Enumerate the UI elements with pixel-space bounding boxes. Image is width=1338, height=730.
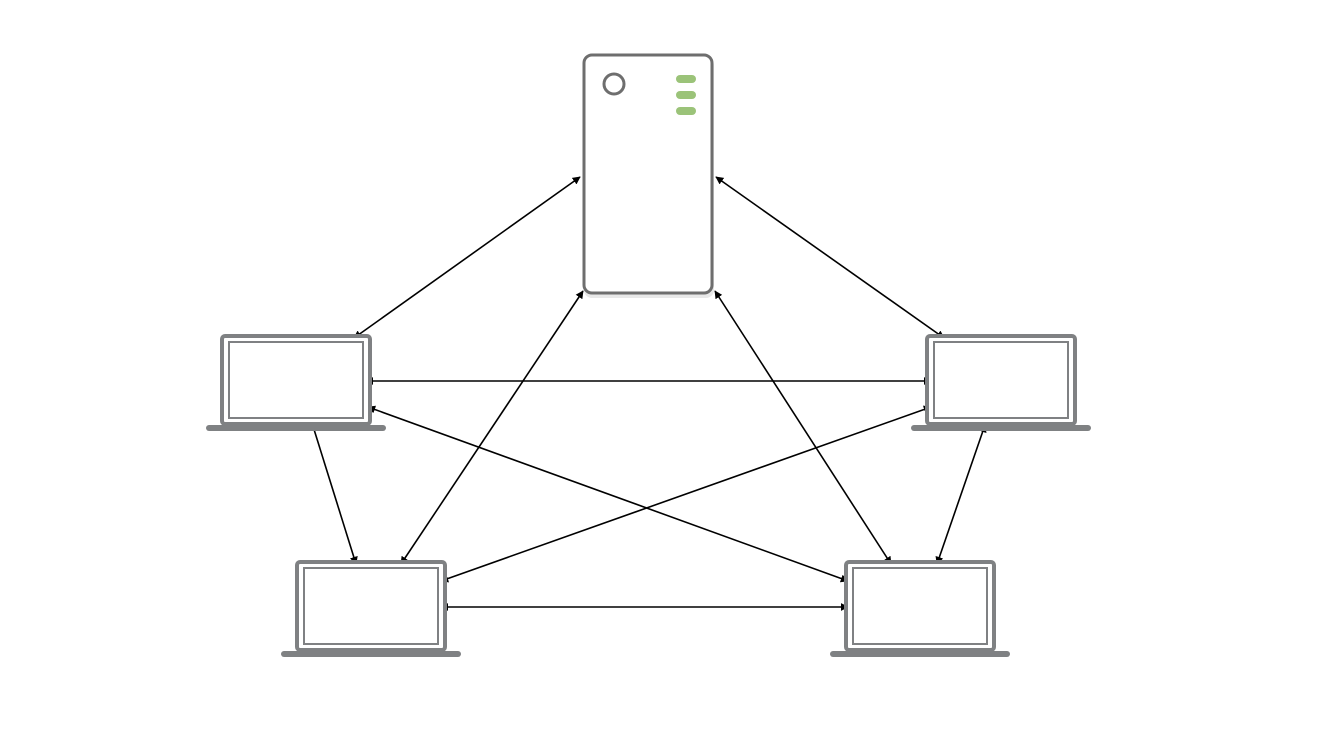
server-power-button	[602, 72, 626, 96]
connections	[310, 176, 987, 611]
connector-server-laptop-bottom-left	[400, 290, 584, 565]
connector-server-laptop-bottom-right	[714, 290, 892, 565]
laptop-icon	[830, 560, 1010, 657]
laptop-icon	[206, 334, 386, 431]
server-led	[676, 75, 696, 83]
laptop-icon	[911, 334, 1091, 431]
connector-laptop-left-laptop-bottom-left	[310, 422, 358, 565]
connector-server-laptop-left	[353, 176, 581, 339]
server-body	[582, 53, 714, 295]
server-led	[676, 107, 696, 115]
connector-laptop-right-laptop-bottom-right	[935, 424, 987, 565]
laptop-icon	[281, 560, 461, 657]
connector-server-laptop-right	[715, 176, 945, 339]
connector-laptop-left-laptop-bottom-right	[367, 405, 849, 583]
server-icon	[582, 53, 714, 298]
connector-laptop-right-laptop-bottom-left	[440, 405, 932, 583]
server-led	[676, 91, 696, 99]
